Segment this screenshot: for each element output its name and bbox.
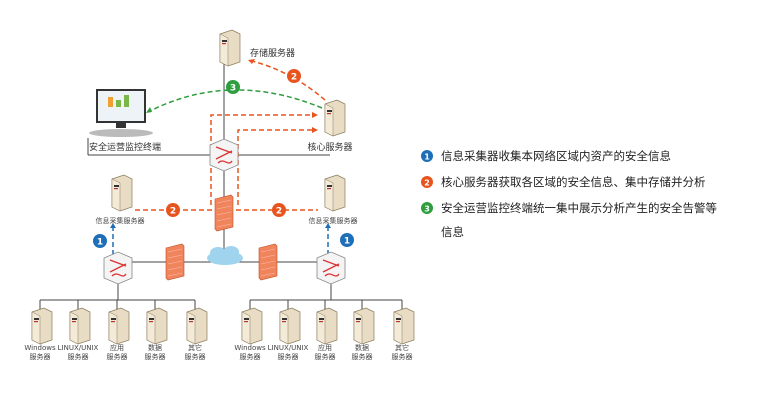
svg-text:1: 1 xyxy=(344,237,350,247)
svg-text:2: 2 xyxy=(424,179,430,188)
server-label: 服务器 xyxy=(278,352,299,361)
badge-1-left: 1 xyxy=(93,234,107,248)
svg-text:核心服务器获取各区域的安全信息、集中存储并分析: 核心服务器获取各区域的安全信息、集中存储并分析 xyxy=(441,175,706,189)
server-label: 其它 xyxy=(395,343,409,352)
svg-text:1: 1 xyxy=(97,238,103,248)
legend-item-1: 1 信息采集器收集本网络区域内资产的安全信息 xyxy=(421,149,671,163)
left-switch-icon xyxy=(103,251,133,285)
server-label: 应用 xyxy=(318,343,332,352)
badge-3: 3 xyxy=(226,80,240,94)
right-collector-server-icon xyxy=(324,174,346,212)
right-switch-icon xyxy=(316,251,346,285)
svg-text:安全运营监控终端统一集中展示分析产生的安全告警等: 安全运营监控终端统一集中展示分析产生的安全告警等 xyxy=(441,201,717,215)
server-label: 其它 xyxy=(188,343,202,352)
server-label: 数据 xyxy=(355,343,369,352)
server-label: 服务器 xyxy=(145,352,166,361)
server-label: 服务器 xyxy=(185,352,206,361)
svg-text:2: 2 xyxy=(170,207,176,217)
server-label: LINUX/UNIX xyxy=(268,344,309,352)
svg-text:1: 1 xyxy=(424,153,430,162)
right-collector-label: 信息采集服务器 xyxy=(309,216,358,225)
svg-text:信息采集器收集本网络区域内资产的安全信息: 信息采集器收集本网络区域内资产的安全信息 xyxy=(441,149,671,163)
core-server-icon xyxy=(324,99,346,137)
server-label: 服务器 xyxy=(352,352,373,361)
legend-item-2: 2 核心服务器获取各区域的安全信息、集中存储并分析 xyxy=(421,175,706,189)
monitor-terminal-label: 安全运营监控终端 xyxy=(89,141,161,153)
flow-region-to-core-a xyxy=(210,114,312,205)
badge-2-left: 2 xyxy=(166,203,180,217)
server-label: LINUX/UNIX xyxy=(58,344,99,352)
firewall-icon xyxy=(214,194,234,232)
server-label: 服务器 xyxy=(392,352,413,361)
badge-2-storage: 2 xyxy=(287,69,301,83)
cloud-icon xyxy=(207,246,243,265)
left-firewall-icon xyxy=(165,243,185,281)
legend-item-3: 3 安全运营监控终端统一集中展示分析产生的安全告警等 信息 xyxy=(421,201,717,239)
server-label: Windows xyxy=(24,344,56,352)
server-label: 服务器 xyxy=(240,352,261,361)
server-label: 服务器 xyxy=(30,352,51,361)
svg-text:3: 3 xyxy=(424,205,430,214)
server-label: 应用 xyxy=(110,343,124,352)
badge-1-right: 1 xyxy=(340,233,354,247)
server-label: 数据 xyxy=(148,343,162,352)
right-server-group: Windows 服务器 LINUX/UNIX 服务器 应用 服务器 数据 服务器… xyxy=(234,307,415,361)
core-switch-icon xyxy=(209,138,239,172)
flow-region-to-core-b xyxy=(237,129,312,205)
flow-core-to-storage xyxy=(247,59,326,101)
left-collector-server-icon xyxy=(111,174,133,212)
right-firewall-icon xyxy=(258,243,278,281)
badge-2-right: 2 xyxy=(272,203,286,217)
network-links xyxy=(39,62,403,312)
left-server-group: Windows 服务器 LINUX/UNIX 服务器 应用 服务器 数据 服务器… xyxy=(24,307,208,361)
server-label: Windows xyxy=(234,344,266,352)
svg-text:2: 2 xyxy=(276,207,282,217)
storage-server-label: 存储服务器 xyxy=(250,47,295,59)
server-label: 服务器 xyxy=(107,352,128,361)
svg-text:2: 2 xyxy=(291,73,297,83)
core-server-label: 核心服务器 xyxy=(307,141,352,153)
legend: 1 信息采集器收集本网络区域内资产的安全信息 2 核心服务器获取各区域的安全信息… xyxy=(421,149,717,239)
server-label: 服务器 xyxy=(68,352,89,361)
svg-text:信息: 信息 xyxy=(441,225,464,239)
left-collector-label: 信息采集服务器 xyxy=(96,216,145,225)
svg-text:3: 3 xyxy=(230,84,236,94)
storage-server-icon xyxy=(219,29,241,67)
monitor-terminal-icon xyxy=(89,89,153,137)
server-label: 服务器 xyxy=(315,352,336,361)
